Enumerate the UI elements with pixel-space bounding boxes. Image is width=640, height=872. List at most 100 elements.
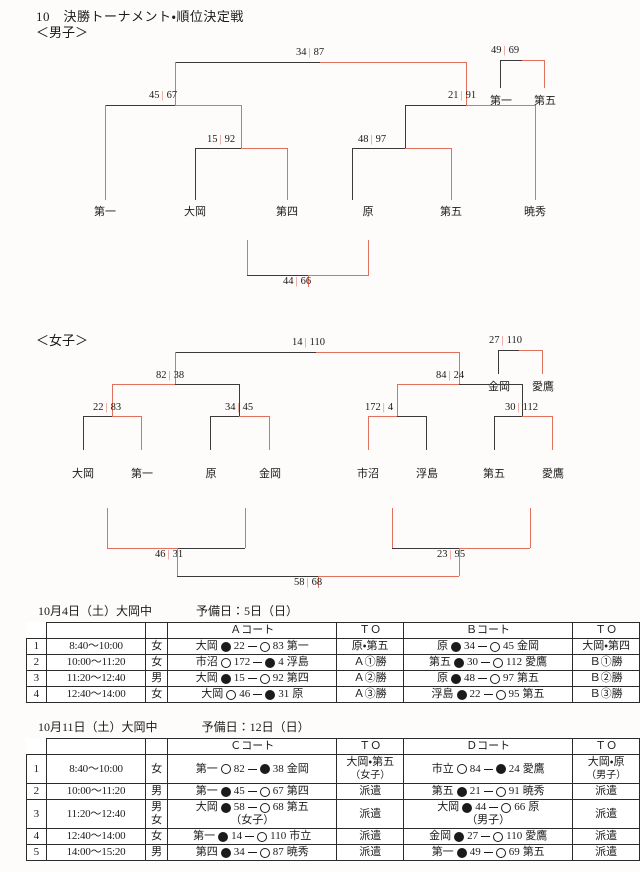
row-time: 10:00〜11:20 xyxy=(45,654,147,671)
score-w-third-place: 58|68 xyxy=(294,577,323,588)
schedule-a: 10月4日（土）大岡中 予備日：5日（日） Ａコート ＴＯ Ｂコート ＴＯ 1 8… xyxy=(0,602,640,703)
team-w-0: 大岡 xyxy=(72,468,94,480)
row-index: 4 xyxy=(26,686,47,703)
header-court-b: Ｂコート xyxy=(402,622,574,639)
open-dot-icon xyxy=(493,831,504,842)
open-dot-icon xyxy=(220,657,231,668)
open-dot-icon xyxy=(259,847,270,858)
open-dot-icon xyxy=(257,831,268,842)
row-gender: 男女 xyxy=(145,799,169,829)
row-index: 2 xyxy=(26,783,47,800)
team-m-place1: 第一 xyxy=(490,95,512,107)
fill-dot-icon xyxy=(451,641,462,652)
row-time: 11:20〜12:40 xyxy=(45,670,147,687)
schedule-a-date: 10月4日（土）大岡中 xyxy=(38,604,153,618)
section-label-women: ＜女子＞ xyxy=(36,333,89,348)
team-w-place2: 愛鷹 xyxy=(532,381,554,393)
score-m-semi-right: 21|91 xyxy=(448,90,477,101)
row-to-d: 派遣 xyxy=(572,783,640,800)
team-w-1: 第一 xyxy=(131,468,153,480)
schedule-b: 10月11日（土）大岡中 予備日：12日（日） Ｃコート ＴＯ Ｄコート ＴＯ 1… xyxy=(0,718,640,861)
score-w-q2: 34|45 xyxy=(225,402,254,413)
schedule-b-backup: 予備日：12日（日） xyxy=(201,720,310,734)
schedule-a-header: 10月4日（土）大岡中 予備日：5日（日） xyxy=(38,602,640,619)
schedule-b-date: 10月11日（土）大岡中 xyxy=(38,720,158,734)
table-header-row: Ａコート ＴＯ Ｂコート ＴＯ xyxy=(27,622,640,639)
score-w-cons-right: 23|95 xyxy=(437,549,466,560)
open-dot-icon xyxy=(490,641,501,652)
fill-dot-icon xyxy=(451,673,462,684)
fill-dot-icon xyxy=(259,764,270,774)
row-to-c: 派遣 xyxy=(336,783,405,800)
row-gender: 男 xyxy=(145,844,169,861)
row-time: 12:40〜14:00 xyxy=(45,686,147,703)
row-index: 4 xyxy=(26,828,47,845)
men-bracket: 49|69 第一 第五 34|87 45|67 21|91 xyxy=(0,0,640,300)
women-bracket: 27|110 金岡 愛鷹 14|110 82|38 84|24 xyxy=(72,335,564,588)
fill-dot-icon xyxy=(220,673,231,684)
row-gender: 女 xyxy=(145,654,169,671)
row-gender: 女 xyxy=(145,828,169,845)
page-title: 10 決勝トーナメント・順位決定戦 xyxy=(36,9,244,24)
row-gender: 女 xyxy=(145,686,169,703)
team-m-3: 原 xyxy=(362,206,374,218)
header-to-b: ＴＯ xyxy=(572,622,640,639)
team-m-5: 暁秀 xyxy=(524,206,546,218)
open-dot-icon xyxy=(490,673,501,684)
row-gender: 女 xyxy=(145,754,169,784)
fill-dot-icon xyxy=(220,802,231,813)
team-w-place1: 金岡 xyxy=(488,381,510,393)
fill-dot-icon xyxy=(220,786,231,797)
open-dot-icon xyxy=(495,786,506,797)
open-dot-icon xyxy=(259,641,270,652)
row-time: 8:40〜10:00 xyxy=(45,754,147,784)
score-w-first-place: 27|110 xyxy=(489,335,522,346)
header-to-c: ＴＯ xyxy=(336,738,405,755)
row-gender: 男 xyxy=(145,783,169,800)
row-to-d: 派遣 xyxy=(572,844,640,861)
open-dot-icon xyxy=(493,657,503,668)
team-w-4: 市沼 xyxy=(357,468,379,480)
row-index: 1 xyxy=(26,638,47,655)
header-court-c: Ｃコート xyxy=(167,738,338,755)
team-w-7: 愛鷹 xyxy=(542,468,564,480)
row-to-b: Ｂ①勝 xyxy=(572,654,640,671)
row-index: 2 xyxy=(26,654,47,671)
score-m-quarter-left: 15|92 xyxy=(207,134,236,145)
fill-dot-icon xyxy=(462,802,473,813)
fill-dot-icon xyxy=(220,847,231,858)
fill-dot-icon xyxy=(454,657,464,668)
team-w-6: 第五 xyxy=(483,468,505,480)
row-index: 5 xyxy=(26,844,47,861)
row-to-c: 大岡・第五（女子） xyxy=(336,754,405,784)
team-w-5: 浮島 xyxy=(416,468,438,480)
row-to-d: 大岡・原（男子） xyxy=(572,754,640,784)
header-court-d: Ｄコート xyxy=(403,738,574,755)
open-dot-icon xyxy=(220,764,231,774)
fill-dot-icon xyxy=(218,831,229,842)
team-w-3: 金岡 xyxy=(259,468,281,480)
row-gender: 女 xyxy=(145,638,169,655)
row-index: 3 xyxy=(26,670,47,687)
score-m-first-place: 49|69 xyxy=(491,45,520,56)
header-court-a: Ａコート xyxy=(167,622,338,639)
schedule-a-backup: 予備日：5日（日） xyxy=(196,604,299,618)
fill-dot-icon xyxy=(456,847,467,858)
